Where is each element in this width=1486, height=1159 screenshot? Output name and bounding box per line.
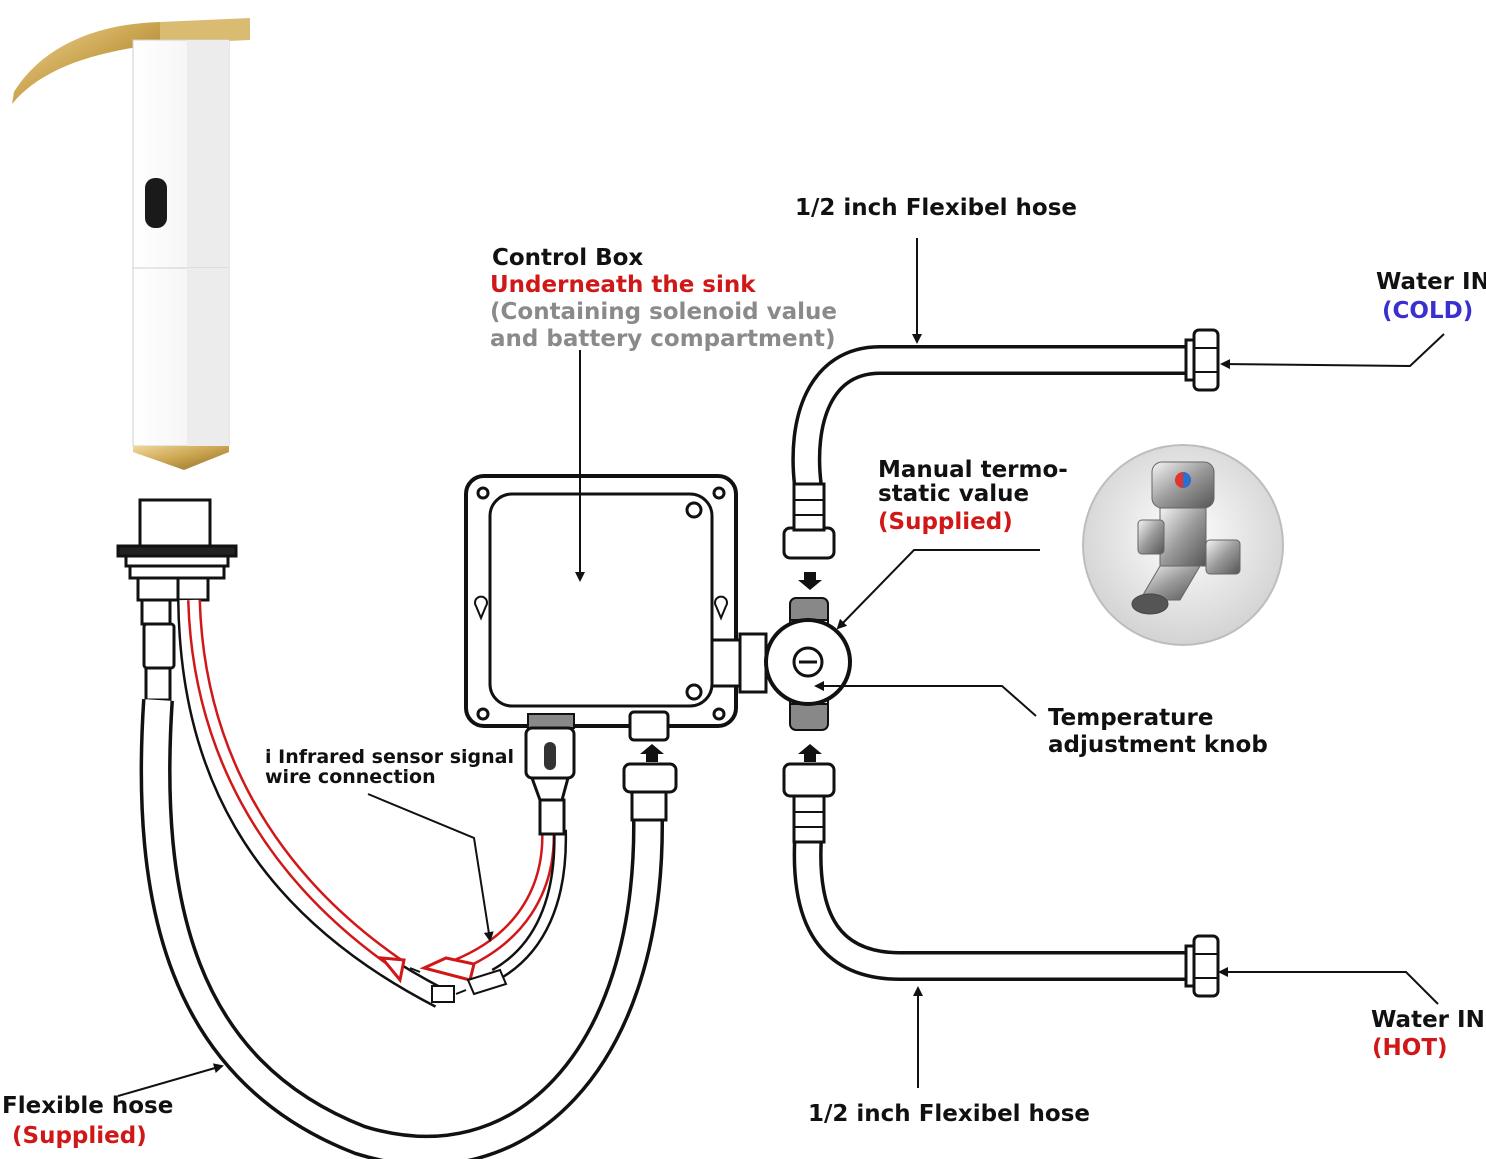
sensor-window-icon [145, 178, 167, 228]
label-control-box-note-1: (Containing solenoid value [490, 299, 837, 325]
connection-arrows [640, 572, 822, 762]
flexible-hose-supplied [139, 698, 665, 1159]
label-flexible-hose: Flexible hose [2, 1093, 174, 1119]
label-hose-bottom: 1/2 inch Flexibel hose [808, 1101, 1091, 1127]
label-water-cold-tag: (COLD) [1382, 298, 1474, 324]
label-hose-top: 1/2 inch Flexibel hose [795, 195, 1078, 221]
label-water-cold: Water IN [1376, 269, 1486, 295]
callout-lines [117, 238, 1445, 1097]
thermostatic-valve [764, 526, 852, 798]
label-thermo-valve-supplied: (Supplied) [878, 509, 1013, 535]
wire-connectors [378, 956, 508, 1003]
faucet-spout [12, 22, 160, 104]
label-sensor-wire-1: i Infrared sensor signal [265, 746, 515, 768]
faucet-base-trim [133, 446, 229, 470]
callout-sensor-wire [367, 793, 494, 942]
faucet-illustration [12, 18, 250, 470]
label-water-hot-tag: (HOT) [1372, 1035, 1448, 1061]
hot-water-hose [792, 794, 1220, 998]
cold-water-hose [791, 328, 1220, 532]
label-control-box-note-2: and battery compartment) [490, 326, 836, 352]
label-temp-knob-1: Temperature [1048, 705, 1214, 731]
sensor-signal-wires [177, 599, 568, 1008]
label-sensor-wire-2: wire connection [265, 766, 436, 788]
callout-flex-hose [117, 1063, 224, 1097]
callout-water-cold [1220, 333, 1445, 370]
label-control-box-title: Control Box [492, 245, 644, 271]
callout-temp-knob [814, 681, 1037, 717]
label-temp-knob-2: adjustment knob [1048, 732, 1268, 758]
mounting-base [116, 498, 238, 702]
control-box [464, 474, 768, 836]
callout-water-hot [1218, 967, 1439, 1005]
label-flexible-hose-supplied: (Supplied) [12, 1123, 147, 1149]
label-thermo-valve-1: Manual termo- [878, 457, 1068, 483]
valve-photo-inset [1082, 444, 1284, 646]
label-water-hot: Water IN [1371, 1007, 1485, 1033]
label-thermo-valve-2: static value [878, 481, 1030, 507]
callout-thermo-valve [836, 549, 1040, 630]
label-control-box-location: Underneath the sink [490, 272, 756, 298]
